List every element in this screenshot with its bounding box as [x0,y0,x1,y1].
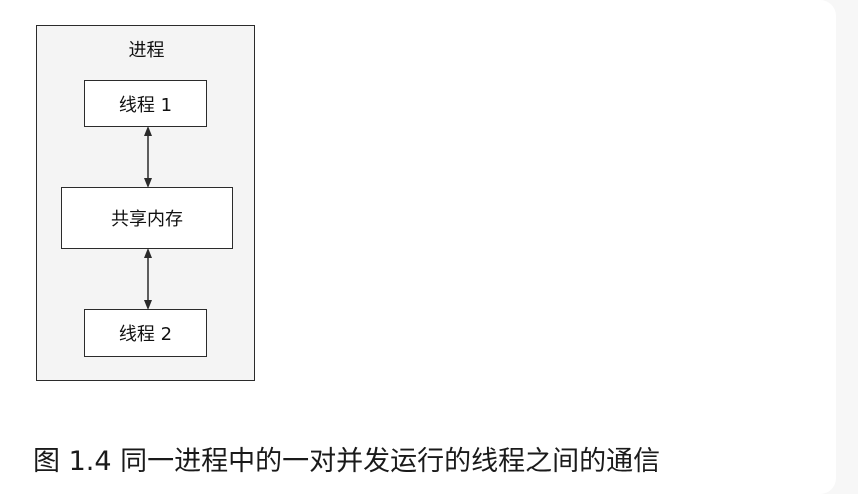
thread-1-label: 线程 1 [118,94,173,116]
thread-2-node: 线程 2 [84,309,207,357]
shared-memory-label: 共享内存 [111,209,183,230]
thread-1-node: 线程 1 [84,80,207,127]
thread-2-label: 线程 2 [118,324,173,345]
figure-caption: 图 1.4 同一进程中的一对并发运行的线程之间的通信 [33,446,661,477]
figure-card: 进程 线程 1 共享内存 线程 2 图 1.4 同一进程中的一对并发运行的线程之… [33,25,661,477]
process-label: 进程 [128,40,165,61]
shared-memory-node: 共享内存 [61,187,233,249]
